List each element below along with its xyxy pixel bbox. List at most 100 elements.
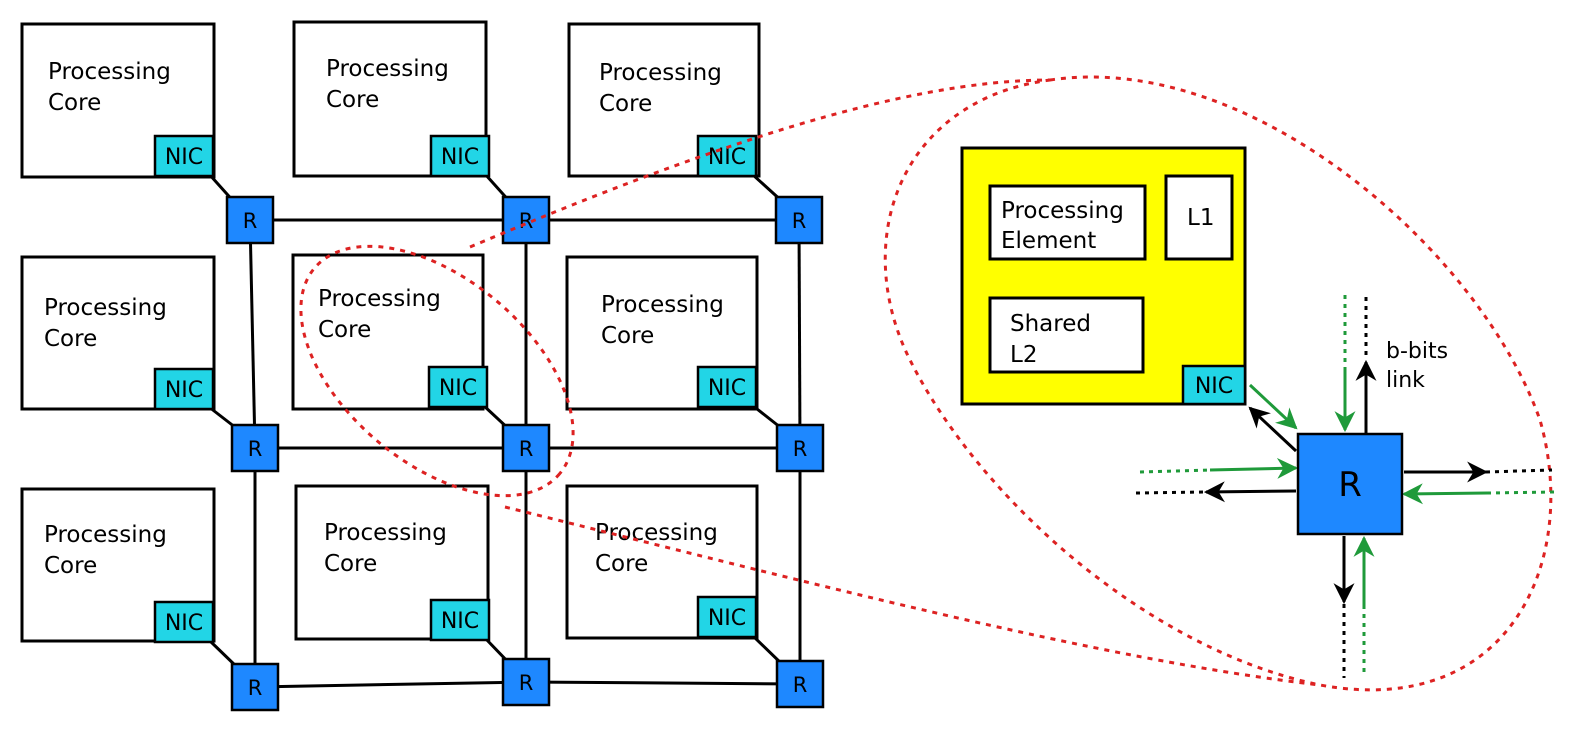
mesh-link-horizontal [525, 680, 801, 686]
router-label: R [793, 673, 808, 697]
link-width-label-2: link [1386, 368, 1425, 393]
shared-l2-label-1: Shared [1010, 311, 1091, 337]
nic-label: NIC [441, 145, 479, 170]
processing-element-label-2: Element [1001, 228, 1096, 254]
processing-core-label-1: Processing [44, 522, 167, 548]
router-label: R [792, 209, 807, 233]
router-box [775, 659, 825, 709]
processing-core-label-1: Processing [318, 286, 441, 312]
west-out-arrow [1203, 481, 1297, 503]
processing-core-label-2: Core [44, 553, 97, 579]
router-grid: R R R R R R R R R [225, 195, 825, 712]
nic-label: NIC [165, 378, 203, 403]
router-box [501, 657, 551, 707]
mesh-links [248, 218, 802, 689]
west-out-dotted [1135, 490, 1207, 495]
router-label: R [519, 437, 534, 461]
mesh-link-horizontal [254, 680, 527, 689]
router-box [775, 423, 825, 473]
shared-l2-label-2: L2 [1010, 342, 1037, 368]
router: R [230, 662, 280, 712]
processing-core-label-2: Core [324, 551, 377, 577]
router-to-nic-arrow [1248, 406, 1298, 453]
east-in-arrow [1401, 483, 1489, 505]
nic-label: NIC [165, 611, 203, 636]
processing-core-label-2: Core [326, 87, 379, 113]
nic-label: NIC [708, 606, 746, 631]
core-detail-view: Processing Element L1 Shared L2 NIC [960, 146, 1555, 678]
nic-box [429, 134, 491, 178]
router-box [230, 423, 280, 473]
l1-cache-label: L1 [1187, 205, 1214, 231]
router-label: R [248, 676, 263, 700]
processing-element-box [988, 184, 1147, 261]
detail-nic-label: NIC [1195, 374, 1233, 399]
detail-nic-box [1181, 364, 1247, 406]
processing-core-label-2: Core [318, 317, 371, 343]
processing-core-label-2: Core [595, 551, 648, 577]
router-box [225, 195, 275, 245]
processing-core-label-2: Core [599, 91, 652, 117]
router-box [501, 195, 551, 245]
processing-element-label-1: Processing [1001, 198, 1124, 224]
mesh-link-vertical [797, 219, 802, 449]
processing-core-label-1: Processing [48, 59, 171, 85]
router-label: R [519, 209, 534, 233]
processing-core-label-1: Processing [324, 520, 447, 546]
mesh-link-vertical [248, 219, 257, 449]
shared-l2-box [988, 296, 1145, 374]
processing-core-label-1: Processing [44, 295, 167, 321]
router-label: R [793, 437, 808, 461]
nic-label: NIC [441, 609, 479, 634]
west-in-arrow [1209, 457, 1299, 479]
detail-router-label: R [1338, 465, 1362, 505]
router-label: R [243, 209, 258, 233]
processing-core-grid: ProcessingCoreNICProcessingCoreNICProces… [20, 20, 761, 644]
l1-cache-box [1164, 174, 1234, 261]
router-label: R [519, 671, 534, 695]
router: R [501, 657, 551, 707]
processing-core-label-2: Core [44, 326, 97, 352]
nic-box [696, 134, 758, 178]
nic-box [429, 598, 491, 642]
nic-box [427, 365, 489, 409]
processing-core-label-1: Processing [601, 292, 724, 318]
router-box [501, 423, 551, 473]
nic-label: NIC [165, 145, 203, 170]
zoom-detail-ellipse [883, 75, 1553, 692]
processing-core-label-2: Core [601, 323, 654, 349]
router-box [774, 195, 824, 245]
router: R [501, 195, 551, 245]
processing-core-label-1: Processing [599, 60, 722, 86]
nic-label: NIC [708, 145, 746, 170]
nic-box [696, 595, 758, 639]
router: R [774, 195, 824, 245]
east-in-dotted [1487, 490, 1555, 495]
nic-box [153, 134, 215, 178]
router: R [225, 195, 275, 245]
router: R [775, 659, 825, 709]
nic-box [153, 600, 215, 644]
east-out-dotted [1485, 468, 1553, 474]
router: R [501, 423, 551, 473]
zoom-connector-upper [469, 78, 1051, 249]
router: R [230, 423, 280, 473]
nic-to-router-arrow [1248, 383, 1298, 430]
west-in-dotted [1139, 468, 1211, 474]
zoom-callout [299, 75, 1553, 692]
router: R [775, 423, 825, 473]
nic-label: NIC [439, 376, 477, 401]
processing-core-label-1: Processing [326, 56, 449, 82]
router-label: R [248, 437, 263, 461]
nic-box [696, 365, 758, 409]
processing-core-label-2: Core [48, 90, 101, 116]
